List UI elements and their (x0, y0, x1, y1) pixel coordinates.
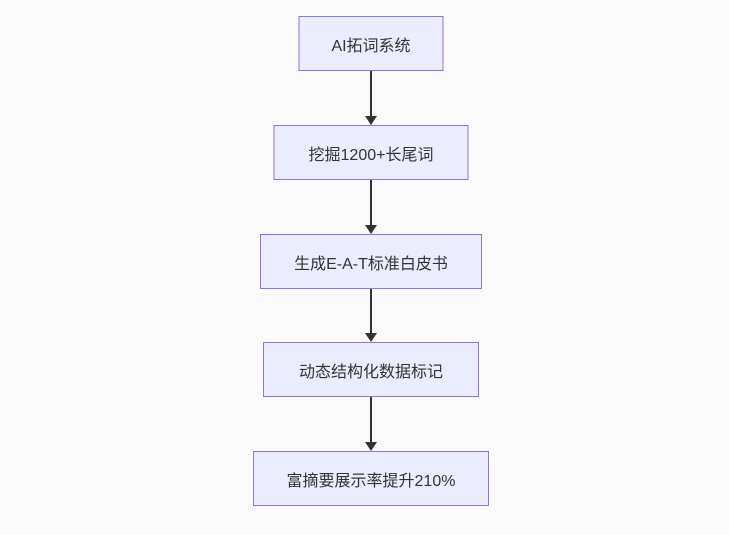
arrowhead-down-icon (365, 225, 377, 234)
arrowhead-down-icon (365, 116, 377, 125)
arrow-line (370, 397, 372, 442)
arrow-line (370, 289, 372, 333)
flow-arrow-2 (365, 180, 377, 234)
flow-arrow-3 (365, 289, 377, 342)
node-label: 挖掘1200+长尾词 (308, 146, 434, 164)
flow-arrow-1 (365, 71, 377, 125)
node-longtail-keyword-mining: 挖掘1200+长尾词 (273, 125, 469, 180)
arrow-line (370, 180, 372, 225)
node-dynamic-structured-data-markup: 动态结构化数据标记 (263, 342, 479, 397)
node-label: 动态结构化数据标记 (298, 363, 443, 381)
node-rich-snippet-rate: 富摘要展示率提升210% (253, 451, 489, 506)
node-eat-whitepaper: 生成E-A-T标准白皮书 (260, 234, 482, 289)
node-label: 富摘要展示率提升210% (286, 472, 456, 490)
node-label: AI拓词系统 (331, 37, 411, 55)
arrowhead-down-icon (365, 333, 377, 342)
flow-arrow-4 (365, 397, 377, 451)
arrow-line (370, 71, 372, 116)
arrowhead-down-icon (365, 442, 377, 451)
node-ai-keyword-system: AI拓词系统 (298, 16, 444, 71)
node-label: 生成E-A-T标准白皮书 (294, 255, 448, 273)
